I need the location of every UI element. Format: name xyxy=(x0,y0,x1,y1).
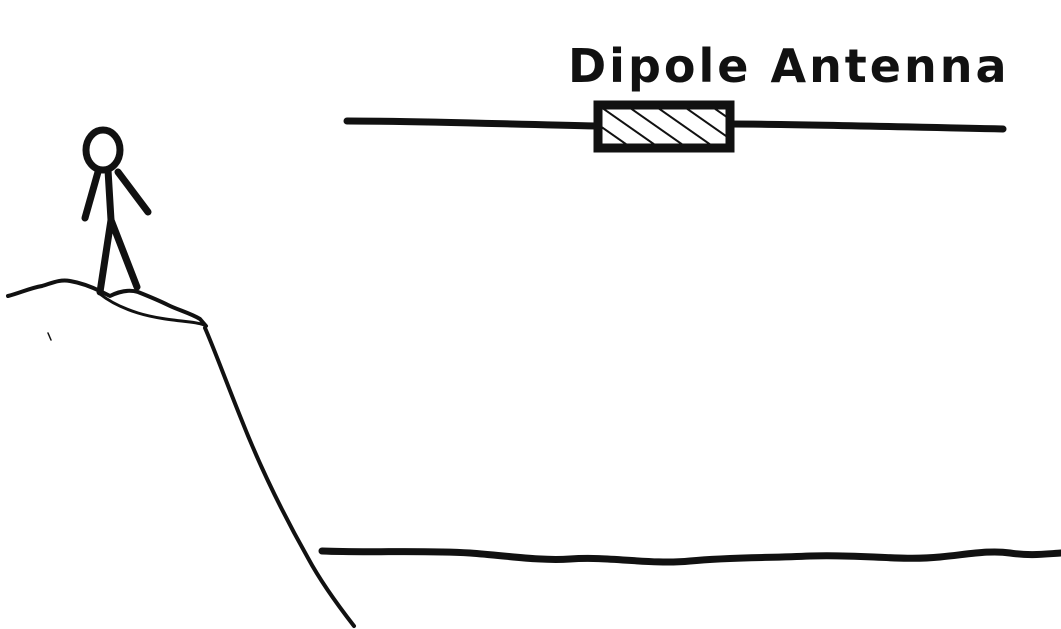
stick-figure xyxy=(85,130,148,292)
cliff xyxy=(8,280,354,626)
figure-head xyxy=(86,130,120,170)
figure-left-leg xyxy=(100,220,111,292)
dipole-antenna xyxy=(347,105,1003,148)
cliff-speck xyxy=(48,333,51,340)
figure-right-arm xyxy=(118,172,148,212)
figure-right-leg xyxy=(111,220,137,287)
diagram-title: Dipole Antenna xyxy=(568,39,1010,93)
figure-body xyxy=(108,170,111,220)
antenna-left-arm xyxy=(347,121,597,126)
ground-line xyxy=(322,551,1061,562)
antenna-right-arm xyxy=(730,124,1003,129)
antenna-feed-block xyxy=(598,105,730,148)
cliff-face xyxy=(205,328,354,626)
figure-left-arm xyxy=(85,172,98,218)
